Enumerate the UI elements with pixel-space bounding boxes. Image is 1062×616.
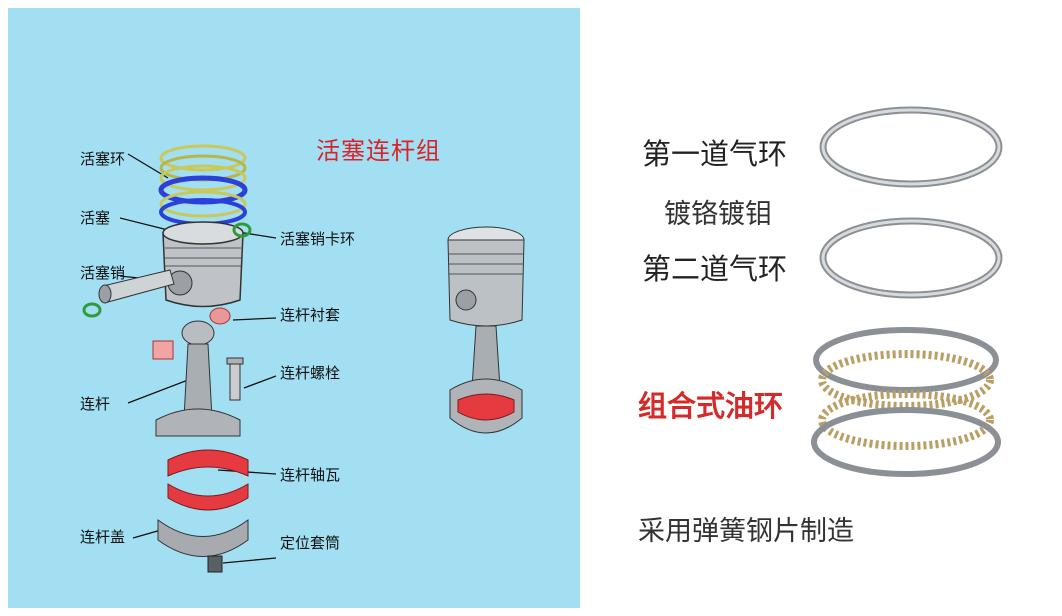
pin-clips — [82, 222, 252, 318]
locating-sleeve-shape — [207, 555, 223, 573]
assembly-title: 活塞连杆组 — [316, 137, 441, 165]
label-piston-pin: 活塞销 — [80, 264, 126, 282]
piston-rod-exploded-diagram — [82, 144, 525, 573]
label-rod-bolt: 连杆螺栓 — [280, 364, 341, 382]
label-rod: 连杆 — [80, 395, 111, 413]
label-rod-bearing: 连杆轴瓦 — [280, 466, 341, 484]
combined-oil-ring — [811, 327, 1001, 477]
plating-label: 镀铬镀钼 — [664, 199, 772, 230]
second-compression-ring — [819, 217, 1003, 299]
piston-rod-assembly-panel: 活塞连杆组 活塞环 活塞 活塞销 活塞销卡环 连杆衬套 连杆螺栓 连杆 连杆轴瓦… — [8, 8, 580, 608]
label-pin-clip: 活塞销卡环 — [280, 230, 356, 248]
piston-rings-diagram — [811, 106, 1003, 477]
label-rod-bushing: 连杆衬套 — [280, 306, 341, 324]
first-compression-ring — [819, 106, 1003, 188]
connecting-rod-shape — [155, 320, 241, 437]
assembled-piston-rod — [447, 226, 525, 434]
rod-bearing-shells — [167, 449, 249, 511]
second-ring-label: 第二道气环 — [642, 252, 788, 286]
piston-rings-panel: 第一道气环 镀铬镀钼 第二道气环 组合式油环 采用弹簧钢片制造 — [594, 0, 1062, 616]
piston-body — [162, 221, 244, 308]
first-ring-label: 第一道气环 — [642, 137, 788, 171]
material-note: 采用弹簧钢片制造 — [638, 516, 854, 547]
label-piston: 活塞 — [80, 209, 111, 227]
label-locating-sleeve: 定位套筒 — [280, 534, 341, 552]
label-rod-cap: 连杆盖 — [80, 528, 126, 546]
label-piston-ring: 活塞环 — [80, 150, 126, 168]
rod-bolt-shape — [226, 357, 244, 401]
piston-pin-shape — [98, 269, 175, 304]
oil-ring-label: 组合式油环 — [638, 389, 784, 423]
rod-cap-shape — [157, 519, 249, 557]
piston-rings — [158, 144, 248, 226]
rod-bushings — [152, 307, 231, 360]
